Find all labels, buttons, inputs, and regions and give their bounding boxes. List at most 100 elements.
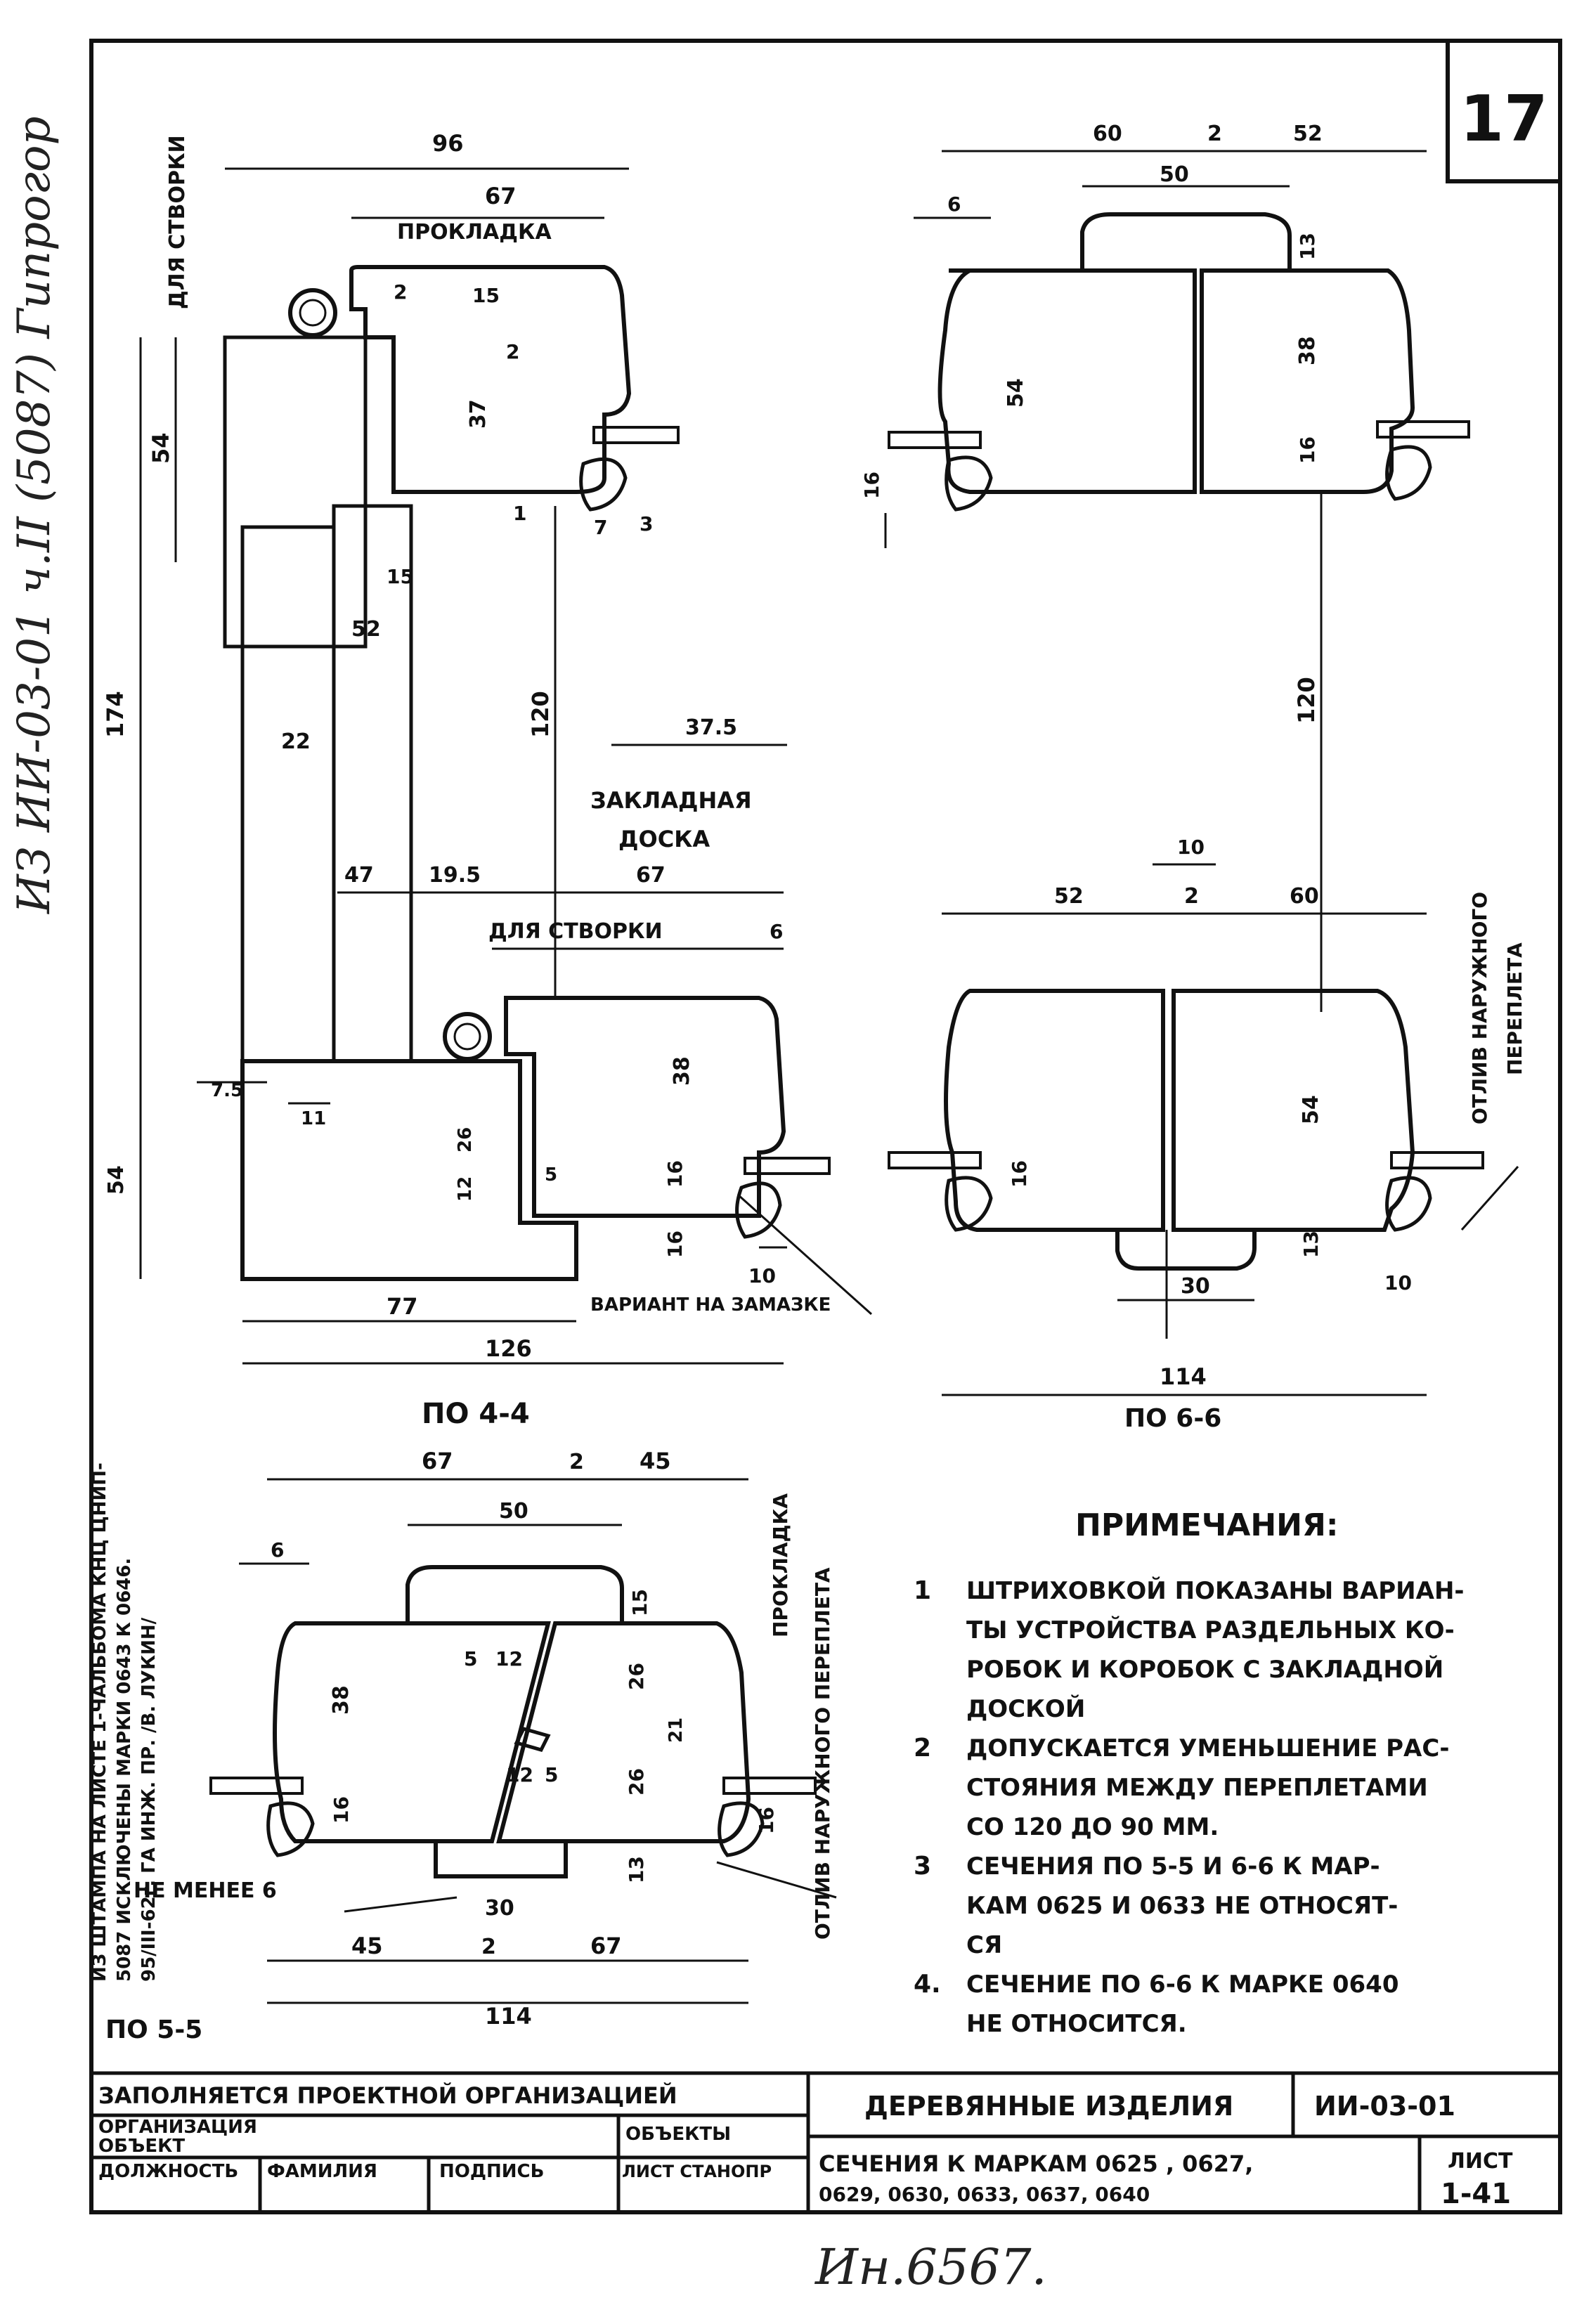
gasket-upper	[288, 288, 337, 337]
top-putty-left	[945, 455, 993, 512]
section-6-6: 10 52 2 60 16 54 13 30 10 114 ПО 6-6 ОТЛ…	[888, 836, 1526, 1433]
dim-54b: 54	[104, 1165, 129, 1195]
s55-dim-45: 45	[640, 1448, 671, 1474]
note-line: РОБОК И КОРОБОК С ЗАКЛАДНОЙ	[966, 1655, 1443, 1684]
left-margin-note: ИЗ ИИ-03-01 ч.II (5087) Гипрогор	[8, 117, 60, 915]
note-number: 3	[914, 1852, 931, 1881]
dim-96: 96	[432, 130, 464, 157]
dim-16b: 16	[663, 1231, 687, 1258]
top-dim-50: 50	[1160, 162, 1189, 187]
tb-filled-by: ЗАПОЛНЯЕТСЯ ПРОЕКТНОЙ ОРГАНИЗАЦИЕЙ	[98, 2082, 677, 2109]
dim-22: 22	[281, 729, 311, 754]
bot-dim-2: 2	[1184, 884, 1199, 909]
note-line: ДОСКОЙ	[966, 1694, 1085, 1723]
tb-object: ОБЪЕКТ	[98, 2136, 185, 2157]
s55-dim-67b: 67	[590, 1933, 622, 1959]
dim-15b: 15	[387, 565, 414, 588]
dim-2b: 2	[506, 340, 519, 363]
top-dim-16b: 16	[860, 472, 883, 499]
putty-lower	[735, 1181, 782, 1239]
bot-dim-13: 13	[1299, 1231, 1323, 1258]
gasket-lower	[443, 1012, 492, 1061]
bot-dim-30: 30	[1181, 1274, 1210, 1299]
section-5-5: 67 2 45 50 6 15 38 5 12 26 21 12 5 26 16…	[105, 1448, 837, 2044]
gasket-lower-inner	[453, 1023, 481, 1051]
note-line: СЕЧЕНИЕ ПО 6-6 К МАРКЕ 0640	[966, 1971, 1399, 1999]
dim-54: 54	[148, 432, 174, 464]
bot-dim-60: 60	[1290, 884, 1319, 909]
tb-subtitle-2: 0629, 0630, 0633, 0637, 0640	[819, 2183, 1150, 2206]
tb-signature: ПОДПИСЬ	[439, 2161, 544, 2182]
section-4-4: 96 67 ПРОКЛАДКА ДЛЯ СТВОРКИ 2 15 2 37 1 …	[102, 130, 873, 1430]
s55-dim-67: 67	[422, 1448, 453, 1474]
wall-crosshatch	[240, 525, 336, 1063]
dim-37-5: 37.5	[685, 715, 737, 740]
dim-38: 38	[670, 1056, 694, 1086]
s55-dim-12b: 12	[506, 1763, 533, 1786]
top-dim-54: 54	[1004, 378, 1028, 408]
tb-code: ИИ-03-01	[1314, 2091, 1455, 2122]
dim-26: 26	[455, 1127, 476, 1153]
dim-16a: 16	[663, 1160, 687, 1188]
sheet-frame	[89, 39, 1562, 2214]
dim-6: 6	[770, 920, 783, 943]
s55-dim-26b: 26	[625, 1768, 648, 1796]
dim-126: 126	[485, 1335, 532, 1362]
dim-7: 7	[594, 516, 607, 539]
s55-dim-45b: 45	[351, 1933, 383, 1959]
top-dim-13: 13	[1296, 233, 1319, 260]
bot-mullion-cap	[1115, 1230, 1257, 1271]
top-mullion-cap	[1080, 212, 1292, 271]
s55-label-min: НЕ МЕНЕЕ 6	[134, 1878, 277, 1903]
sheet-number: 17	[1460, 82, 1547, 156]
glass-lower	[744, 1157, 831, 1175]
bot-putty-right	[1385, 1176, 1432, 1232]
note-line: СЕЧЕНИЯ ПО 5-5 И 6-6 К МАР-	[966, 1852, 1380, 1881]
bot-putty-left	[945, 1176, 993, 1232]
caption-5-5: ПО 5-5	[105, 2015, 202, 2044]
bot-glass-left	[888, 1151, 982, 1169]
tb-objects: ОБЪЕКТЫ	[625, 2124, 731, 2145]
dim-67-mid: 67	[636, 863, 666, 888]
s55-dim-13: 13	[625, 1856, 648, 1883]
s55-dim-2b: 2	[481, 1935, 496, 1959]
putty-upper	[579, 457, 628, 512]
caption-4-4: ПО 4-4	[422, 1398, 530, 1430]
s55-dim-6: 6	[271, 1538, 284, 1562]
stamp-note-line-1: ИЗ ШТАМПА НА ЛИСТЕ 1-ЧАЛЬБОМА КНЦ ЦНИП-	[89, 1462, 110, 1982]
s55-dim-30: 30	[485, 1896, 514, 1921]
note-line: СЯ	[966, 1931, 1002, 1959]
dim-11: 11	[301, 1108, 326, 1129]
title-block: ЗАПОЛНЯЕТСЯ ПРОЕКТНОЙ ОРГАНИЗАЦИЕЙ ОРГАН…	[91, 2071, 1560, 2212]
section-6-6-top: 60 2 52 50 6 13 54 38 16 16 120	[860, 122, 1470, 1012]
s55-dim-16b: 16	[755, 1807, 778, 1834]
tb-sheet-value: 1-41	[1441, 2178, 1511, 2210]
dim-174: 174	[102, 691, 129, 738]
top-right-sash	[1200, 268, 1415, 494]
label-putty-variant: ВАРИАНТ НА ЗАМАЗКЕ	[590, 1294, 831, 1316]
dim-19-5: 19.5	[429, 863, 481, 888]
note-line: СТОЯНИЯ МЕЖДУ ПЕРЕПЛЕТАМИ	[966, 1774, 1428, 1802]
footer-handwritten: Ин.6567.	[814, 2238, 1047, 2296]
s55-gasket-strip	[514, 1727, 551, 1752]
dim-47: 47	[344, 863, 374, 888]
tb-org: ОРГАНИЗАЦИЯ	[98, 2117, 257, 2138]
note-number: 1	[914, 1576, 931, 1605]
stamp-note-line-2: 5087 ИСКЛЮЧЕНЫ МАРКИ 0643 К 0646.	[114, 1558, 135, 1982]
upper-sash-profile	[349, 265, 632, 494]
dim-15a: 15	[472, 284, 500, 307]
note-line: ДОПУСКАЕТСЯ УМЕНЬШЕНИЕ РАС-	[966, 1734, 1449, 1763]
dim-77: 77	[387, 1293, 418, 1320]
top-dim-38: 38	[1295, 336, 1320, 365]
frame-lower-block	[240, 1059, 578, 1281]
label-drip-6-6-2: ПЕРЕПЛЕТА	[1503, 942, 1526, 1075]
tb-position: ДОЛЖНОСТЬ	[98, 2161, 238, 2182]
s55-bottom-cap	[434, 1841, 568, 1878]
s55-dim-2: 2	[569, 1450, 584, 1474]
top-dim-60: 60	[1093, 122, 1122, 146]
s55-dim-12: 12	[495, 1647, 523, 1670]
dim-3: 3	[640, 512, 653, 535]
dim-2a: 2	[394, 280, 407, 304]
note-line: ТЫ УСТРОЙСТВА РАЗДЕЛЬНЫХ КО-	[966, 1616, 1455, 1644]
s55-dim-26a: 26	[625, 1663, 648, 1690]
